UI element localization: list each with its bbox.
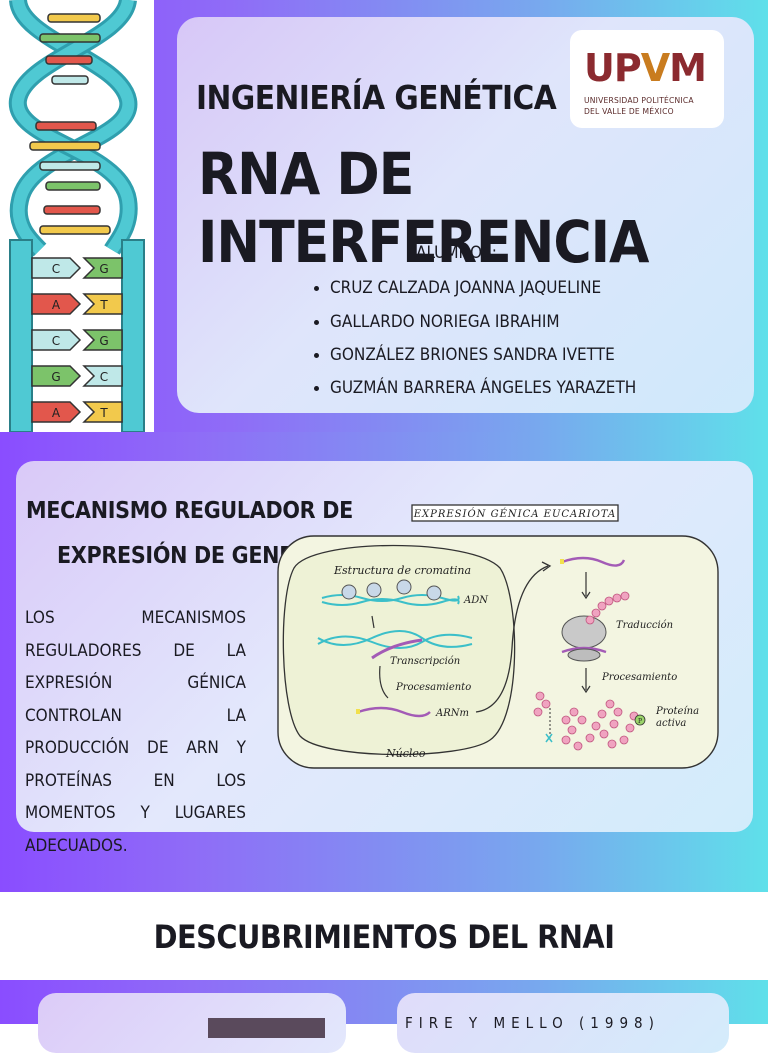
dna-helix	[8, 0, 145, 432]
label-protein-line1: Proteína	[655, 706, 699, 717]
base-left	[31, 401, 82, 423]
nucleosome-icon	[341, 584, 357, 600]
base-right-letter: G	[99, 334, 108, 348]
scissors-icon	[545, 733, 553, 743]
subject-title: INGENIERÍA GENÉTICA	[196, 78, 557, 117]
discovery-photo	[208, 1018, 325, 1038]
nucleosome-icon	[366, 582, 382, 598]
bullet-icon	[314, 319, 319, 325]
label-chromatin: Estructura de cromatina	[333, 564, 471, 577]
nucleosome-icon	[396, 579, 412, 595]
logo-line1: UNIVERSIDAD POLITÉCNICA	[584, 96, 694, 105]
base-right	[82, 293, 123, 315]
logo-wordmark: UPVM	[584, 46, 707, 90]
gene-expression-diagram: EXPRESIÓN GÉNICA EUCARIOTA Estructura de…	[272, 498, 722, 776]
bullet-icon	[314, 285, 319, 291]
label-adn: ADN	[463, 595, 489, 606]
base-right	[82, 365, 123, 387]
protein-chain	[533, 691, 639, 751]
mechanism-heading-line2: EXPRESIÓN DE GENES	[57, 543, 308, 569]
student-item: CRUZ CALZADA JOANNA JAQUELINE	[314, 278, 601, 298]
base-right-letter: T	[99, 406, 108, 420]
base-left-letter: A	[52, 298, 61, 312]
base-left	[31, 329, 82, 351]
nucleus-outline	[282, 544, 516, 756]
label-processing: Procesamiento	[395, 682, 471, 693]
logo-line2: DEL VALLE DE MÉXICO	[584, 107, 674, 116]
label-translation: Traducción	[616, 620, 673, 631]
base-left-letter: A	[52, 406, 61, 420]
student-item: GUZMÁN BARRERA ÁNGELES YARAZETH	[314, 378, 636, 398]
base-right	[82, 329, 123, 351]
base-right-letter: G	[99, 262, 108, 276]
base-left	[31, 365, 82, 387]
peptide-chain	[585, 591, 630, 625]
base-right	[82, 257, 123, 279]
base-right-letter: T	[99, 298, 108, 312]
base-left-letter: C	[52, 334, 60, 348]
bullet-icon	[314, 385, 319, 391]
base-left	[31, 293, 82, 315]
label-transcription: Transcripción	[390, 656, 460, 667]
phosphate-icon	[634, 714, 646, 726]
base-left-letter: G	[51, 370, 60, 384]
base-right-letter: C	[100, 370, 108, 384]
base-right	[82, 401, 123, 423]
mechanism-body: LOS MECANISMOS REGULADORES DE LA EXPRESI…	[25, 608, 246, 856]
diagram-title: EXPRESIÓN GÉNICA EUCARIOTA	[413, 508, 617, 520]
students-label: ALUMNOS:	[416, 243, 497, 263]
discoveries-title: DESCUBRIMIENTOS DEL RNAI	[153, 918, 615, 956]
label-protein-line2: activa	[656, 718, 686, 729]
label-nucleus: Núcleo	[385, 747, 426, 760]
base-left-letter: C	[52, 262, 60, 276]
discovery-text: FIRE Y MELLO (1998)	[405, 1014, 660, 1032]
bullet-icon	[314, 352, 319, 358]
label-processing2: Procesamiento	[601, 672, 677, 683]
student-item: GALLARDO NORIEGA IBRAHIM	[314, 312, 560, 332]
university-logo: UPVM UNIVERSIDAD POLITÉCNICA DEL VALLE D…	[570, 30, 724, 128]
nucleosome-icon	[426, 585, 442, 601]
label-arnm: ARNm	[435, 708, 469, 719]
base-left	[31, 257, 82, 279]
svg-text:P: P	[638, 718, 642, 725]
page-title: RNA DE INTERFERENCIA	[198, 140, 649, 276]
student-item: GONZÁLEZ BRIONES SANDRA IVETTE	[314, 345, 615, 365]
discoveries-header	[0, 892, 768, 980]
diagram-title-box	[411, 504, 619, 522]
mechanism-heading-line1: MECANISMO REGULADOR DE	[26, 498, 353, 524]
